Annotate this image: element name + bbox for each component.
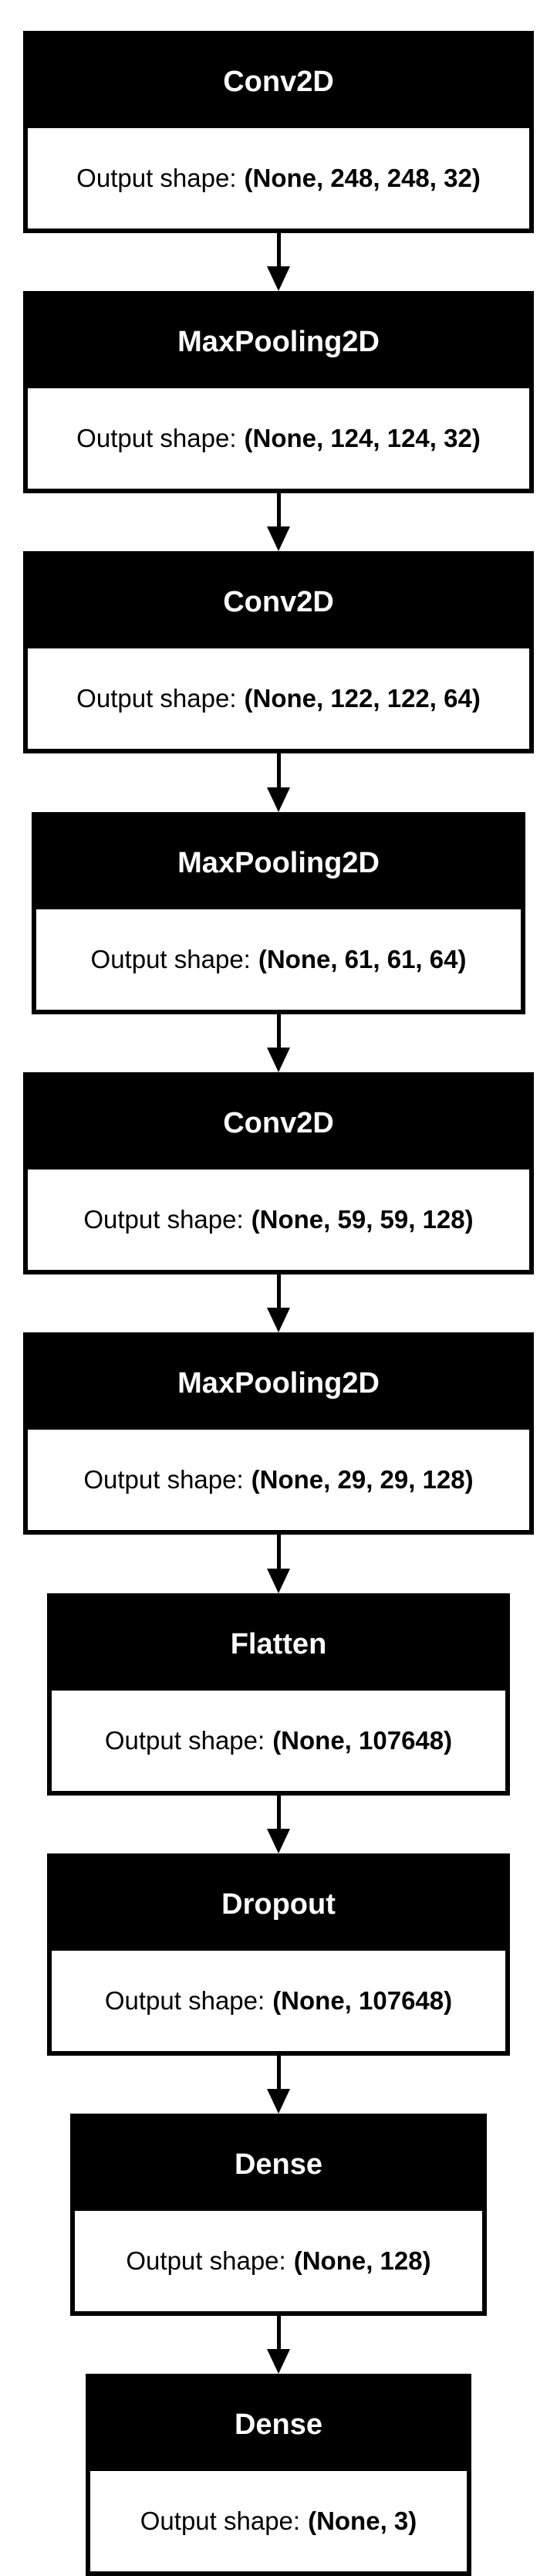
output-shape-value: (None, 248, 248, 32) (244, 164, 481, 192)
output-shape-label: Output shape: (83, 1465, 244, 1494)
layer-name: MaxPooling2D (28, 1337, 529, 1430)
output-shape-label: Output shape: (76, 424, 237, 452)
arrow-head-icon (267, 1569, 290, 1593)
output-shape-label: Output shape: (76, 684, 237, 713)
arrow-head-icon (267, 1308, 290, 1332)
arrow-line (277, 2056, 281, 2092)
arrow-head-icon (267, 1829, 290, 1853)
layer-name: Dropout (52, 1858, 505, 1951)
output-shape-label: Output shape: (140, 2507, 301, 2535)
layer-output-shape: Output shape:(None, 107648) (52, 1951, 505, 2051)
arrow-head-icon (267, 2089, 290, 2114)
arrow-head-icon (267, 2349, 290, 2374)
arrow-head-icon (267, 1048, 290, 1072)
layer-output-shape: Output shape:(None, 29, 29, 128) (28, 1430, 529, 1530)
layer-name: Conv2D (28, 556, 529, 648)
output-shape-label: Output shape: (83, 1205, 244, 1234)
output-shape-value: (None, 61, 61, 64) (258, 945, 467, 973)
arrow-head-icon (267, 787, 290, 812)
layer-name: Flatten (52, 1598, 505, 1691)
layer-output-shape: Output shape:(None, 59, 59, 128) (28, 1170, 529, 1270)
arrow-head-icon (267, 526, 290, 551)
layer-output-shape: Output shape:(None, 128) (75, 2211, 482, 2311)
arrow-line (277, 1014, 281, 1051)
output-shape-value: (None, 107648) (272, 1726, 453, 1755)
arrow-line (277, 2316, 281, 2352)
output-shape-value: (None, 128) (293, 2246, 431, 2275)
layer-name: Conv2D (28, 1077, 529, 1170)
layer-output-shape: Output shape:(None, 124, 124, 32) (28, 388, 529, 489)
layer-output-shape: Output shape:(None, 122, 122, 64) (28, 648, 529, 749)
output-shape-label: Output shape: (104, 1726, 265, 1755)
arrow-line (277, 1274, 281, 1311)
layer-name: Dense (90, 2378, 467, 2471)
layer-output-shape: Output shape:(None, 248, 248, 32) (28, 128, 529, 228)
output-shape-value: (None, 107648) (272, 1986, 453, 2015)
arrow-line (277, 1535, 281, 1572)
output-shape-value: (None, 122, 122, 64) (244, 684, 481, 713)
arrow-line (277, 1796, 281, 1832)
layer-name: Conv2D (28, 36, 529, 128)
arrow-line (277, 753, 281, 790)
output-shape-label: Output shape: (126, 2246, 286, 2275)
output-shape-value: (None, 29, 29, 128) (251, 1465, 474, 1494)
layer-output-shape: Output shape:(None, 107648) (52, 1691, 505, 1791)
layer-name: Dense (75, 2118, 482, 2211)
output-shape-value: (None, 3) (308, 2507, 417, 2535)
layer-name: MaxPooling2D (28, 296, 529, 388)
arrow-line (277, 493, 281, 530)
layer-output-shape: Output shape:(None, 3) (90, 2471, 467, 2571)
layer-output-shape: Output shape:(None, 61, 61, 64) (36, 909, 521, 1010)
arrow-line (277, 233, 281, 269)
output-shape-label: Output shape: (90, 945, 251, 973)
output-shape-value: (None, 124, 124, 32) (244, 424, 481, 452)
layer-name: MaxPooling2D (36, 817, 521, 909)
output-shape-label: Output shape: (104, 1986, 265, 2015)
output-shape-label: Output shape: (76, 164, 237, 192)
output-shape-value: (None, 59, 59, 128) (251, 1205, 474, 1234)
arrow-head-icon (267, 266, 290, 291)
